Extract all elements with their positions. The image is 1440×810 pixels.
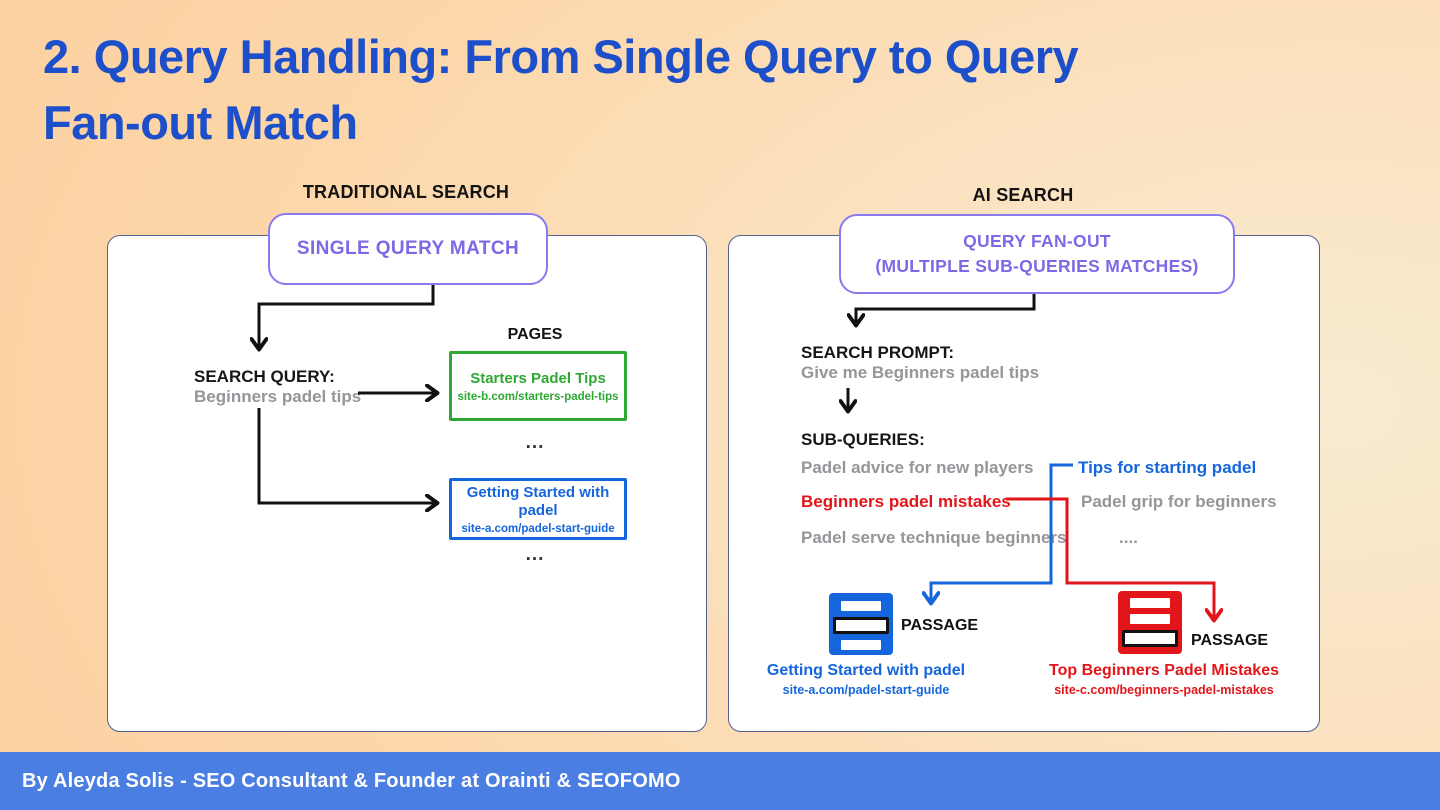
subquery-ellipsis: .... <box>1119 528 1138 547</box>
ellipsis: ... <box>525 544 545 565</box>
footer-bar: By Aleyda Solis - SEO Consultant & Found… <box>0 752 1440 810</box>
passage-caption-red-url: site-c.com/beginners-padel-mistakes <box>1054 683 1274 697</box>
doc-line <box>1130 614 1170 624</box>
result-page-green-url: site-b.com/starters-padel-tips <box>457 390 619 403</box>
doc-highlighted-passage <box>1122 630 1178 647</box>
doc-line <box>1130 598 1170 608</box>
search-prompt-block: SEARCH PROMPT: Give me Beginners padel t… <box>801 343 1039 383</box>
single-query-match-box: SINGLE QUERY MATCH <box>268 213 548 285</box>
connector-red-subquery-to-passage <box>1006 497 1214 619</box>
ai-connectors <box>729 289 1319 731</box>
result-page-blue-url: site-a.com/padel-start-guide <box>461 522 615 535</box>
result-page-green: Starters Padel Tips site-b.com/starters-… <box>449 351 627 421</box>
subquery-item: Padel grip for beginners <box>1081 492 1277 511</box>
search-query-label: SEARCH QUERY: <box>194 367 335 386</box>
query-fanout-line2: (MULTIPLE SUB-QUERIES MATCHES) <box>875 256 1199 276</box>
footer-credit: By Aleyda Solis - SEO Consultant & Found… <box>22 769 681 792</box>
search-query-block: SEARCH QUERY: Beginners padel tips <box>194 367 361 407</box>
page-title-line2: Fan-out Match <box>43 96 358 149</box>
arrow-box-to-prompt <box>856 289 1036 324</box>
arrow-query-to-blue-result <box>257 408 436 503</box>
passage-caption-red: Top Beginners Padel Mistakes site-c.com/… <box>1049 661 1279 697</box>
doc-line <box>841 601 881 611</box>
passage-label-red: PASSAGE <box>1191 632 1269 649</box>
subqueries-label: SUB-QUERIES: <box>801 430 925 449</box>
result-page-blue: Getting Started with padel site-a.com/pa… <box>449 478 627 540</box>
doc-highlighted-passage <box>833 617 889 634</box>
traditional-connectors <box>108 282 706 731</box>
connector-blue-subquery-to-passage <box>931 463 1073 602</box>
search-query-value: Beginners padel tips <box>194 387 362 406</box>
traditional-search-heading: TRADITIONAL SEARCH <box>302 182 510 202</box>
subquery-item: Padel advice for new players <box>801 458 1034 477</box>
search-prompt-value: Give me Beginners padel tips <box>801 363 1040 382</box>
passage-document-red-icon <box>1118 591 1182 654</box>
ellipsis: ... <box>525 432 545 453</box>
passage-caption-blue-url: site-a.com/padel-start-guide <box>782 683 950 697</box>
page-title: 2. Query Handling: From Single Query to … <box>43 24 1393 156</box>
search-prompt-label: SEARCH PROMPT: <box>801 343 955 362</box>
subquery-item-blue: Tips for starting padel <box>1078 458 1257 477</box>
passage-caption-blue: Getting Started with padel site-a.com/pa… <box>754 661 978 697</box>
subquery-item-red: Beginners padel mistakes <box>801 492 1011 511</box>
page-title-line1: 2. Query Handling: From Single Query to … <box>43 30 1079 83</box>
result-page-green-title: Starters Padel Tips <box>470 369 606 387</box>
pages-label: PAGES <box>507 326 563 343</box>
passage-caption-blue-title: Getting Started with padel <box>766 662 966 679</box>
traditional-search-panel: SINGLE QUERY MATCH SEARCH QUERY: Beginne… <box>107 213 707 732</box>
ai-search-heading: AI SEARCH <box>972 185 1074 205</box>
query-fanout-box: QUERY FAN-OUT (MULTIPLE SUB-QUERIES MATC… <box>839 214 1235 294</box>
query-fanout-line1: QUERY FAN-OUT <box>963 231 1111 251</box>
subquery-item: Padel serve technique beginners <box>801 528 1067 547</box>
passage-caption-red-title: Top Beginners Padel Mistakes <box>1049 662 1279 679</box>
result-page-blue-title: Getting Started with padel <box>466 483 610 519</box>
doc-line <box>841 640 881 650</box>
passage-document-blue-icon <box>829 593 893 655</box>
passage-label-blue: PASSAGE <box>901 617 979 634</box>
single-query-match-label: SINGLE QUERY MATCH <box>296 238 520 259</box>
ai-search-panel: QUERY FAN-OUT (MULTIPLE SUB-QUERIES MATC… <box>728 214 1320 732</box>
arrow-box-to-search-query <box>259 282 435 348</box>
